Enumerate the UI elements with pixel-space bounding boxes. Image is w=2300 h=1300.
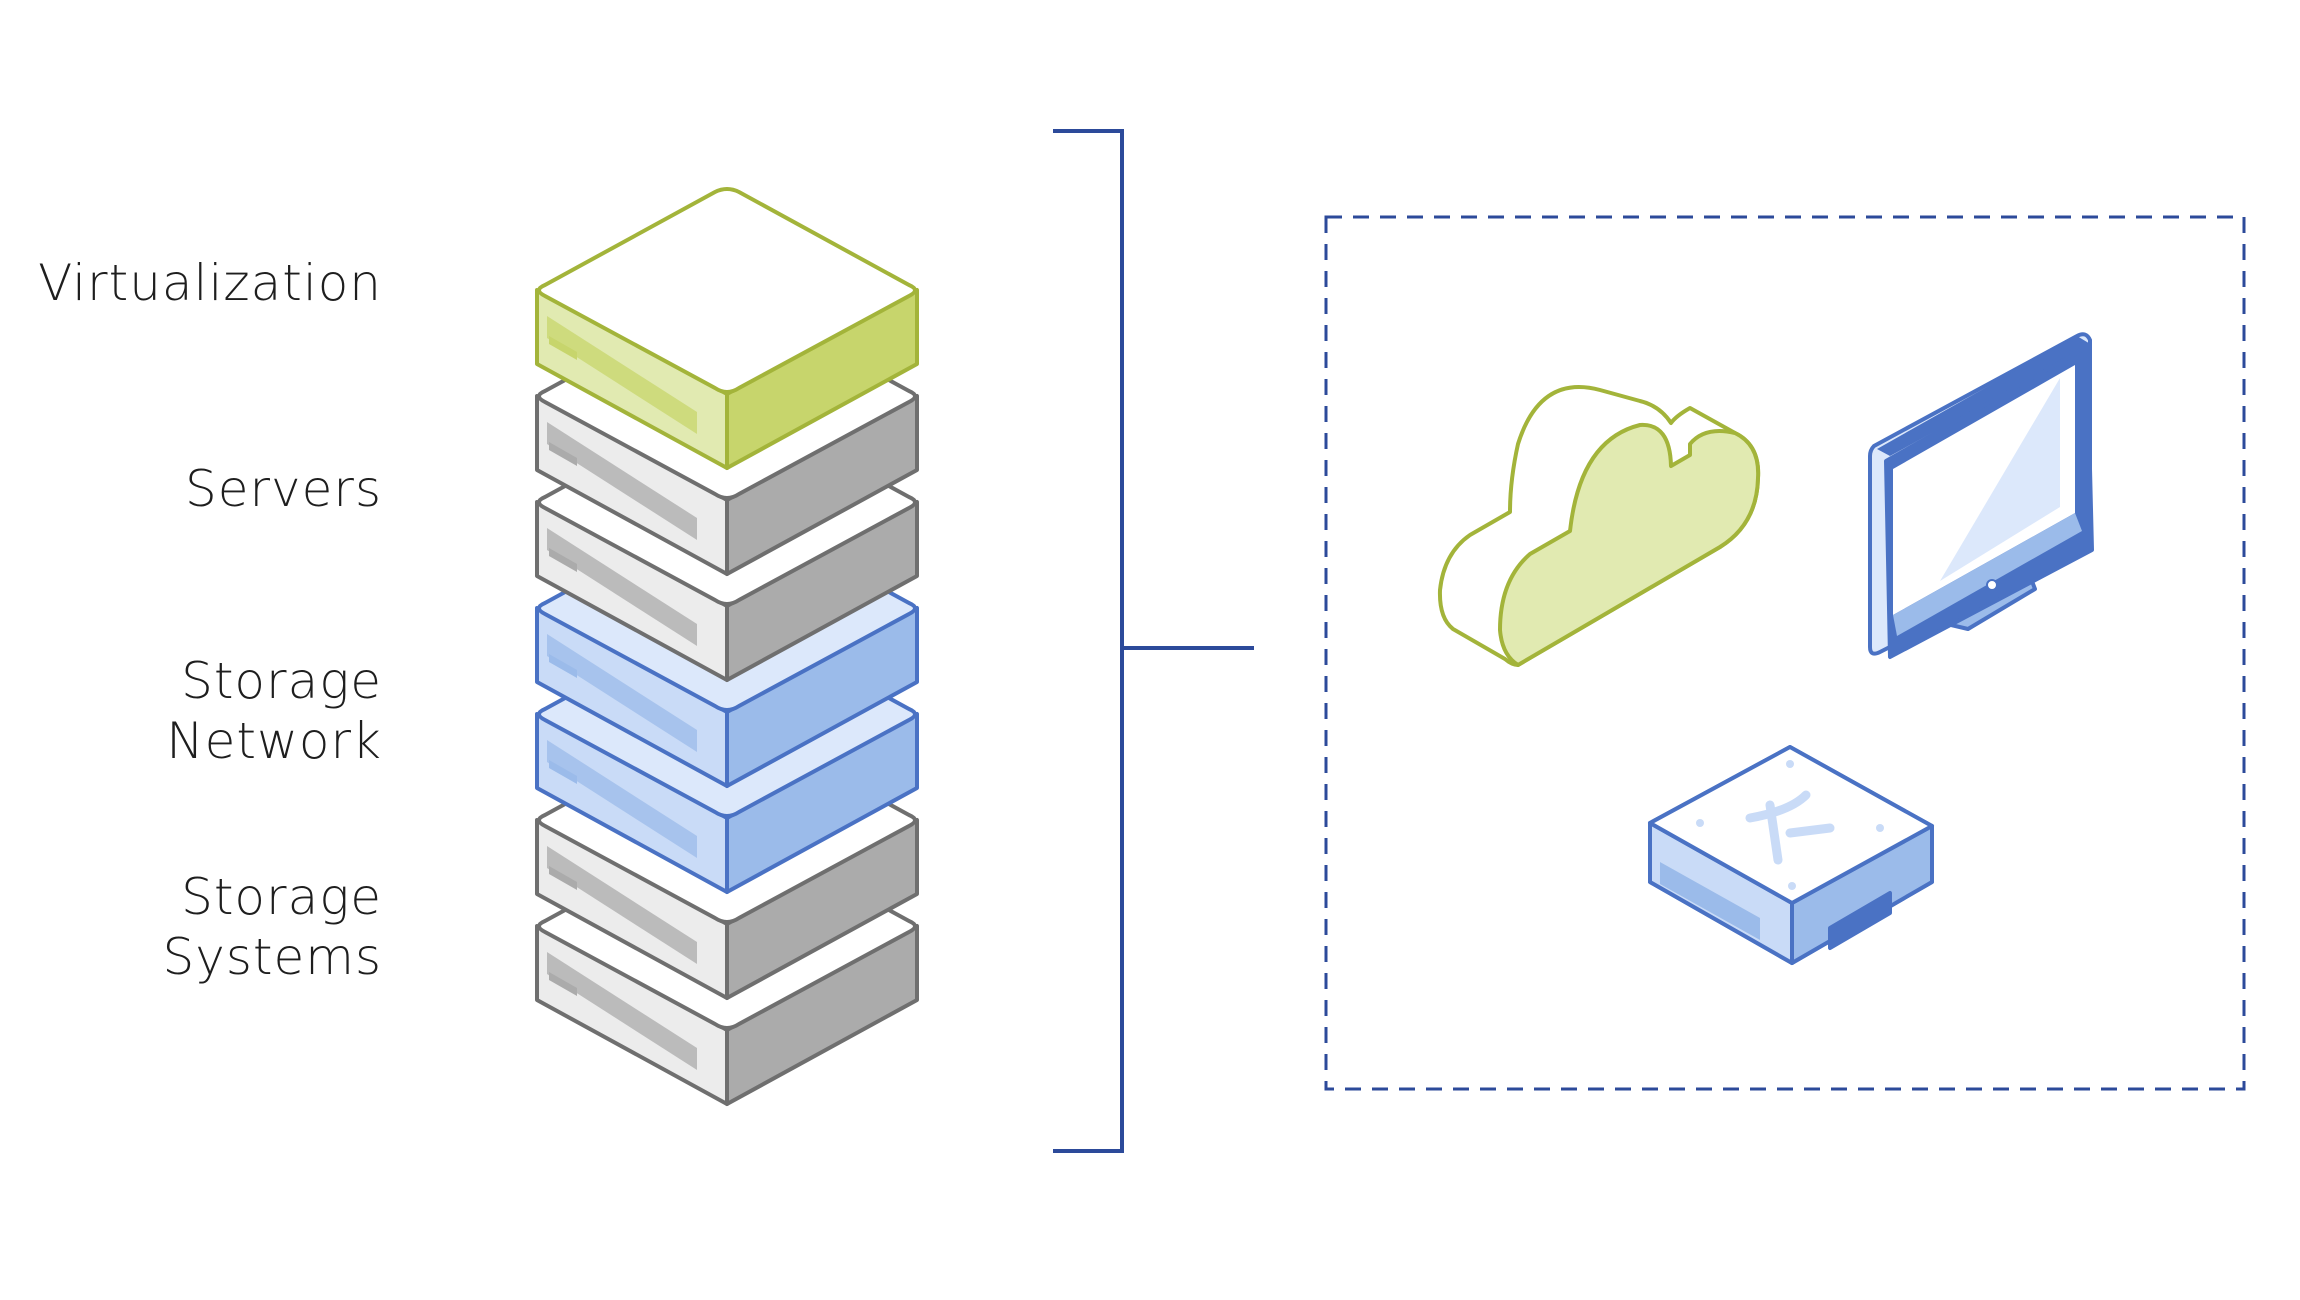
block-groove: [547, 316, 697, 434]
label-servers: Servers: [184, 460, 382, 518]
block-notch: [549, 972, 577, 996]
layer-stack: [535, 187, 919, 1106]
block-groove: [547, 528, 697, 646]
hyperconverged-server-icon: [1648, 745, 1934, 965]
block-groove: [547, 952, 697, 1070]
block-notch: [549, 442, 577, 466]
label-storage-network: Storage Network: [166, 652, 382, 770]
block-notch: [549, 760, 577, 784]
block-notch: [549, 336, 577, 360]
stack-block-green: [535, 187, 919, 470]
cloud-icon: [1437, 385, 1761, 667]
monitor-icon: [1868, 332, 2094, 659]
block-groove: [547, 422, 697, 540]
label-virtualization: Virtualization: [38, 254, 382, 312]
block-notch: [549, 654, 577, 678]
block-groove: [547, 634, 697, 752]
block-notch: [549, 548, 577, 572]
bracket-connector: [1053, 129, 1254, 1153]
block-notch: [549, 866, 577, 890]
label-storage-systems: Storage Systems: [162, 868, 382, 986]
block-groove: [547, 740, 697, 858]
block-groove: [547, 846, 697, 964]
dashed-box: [1324, 215, 2246, 1091]
